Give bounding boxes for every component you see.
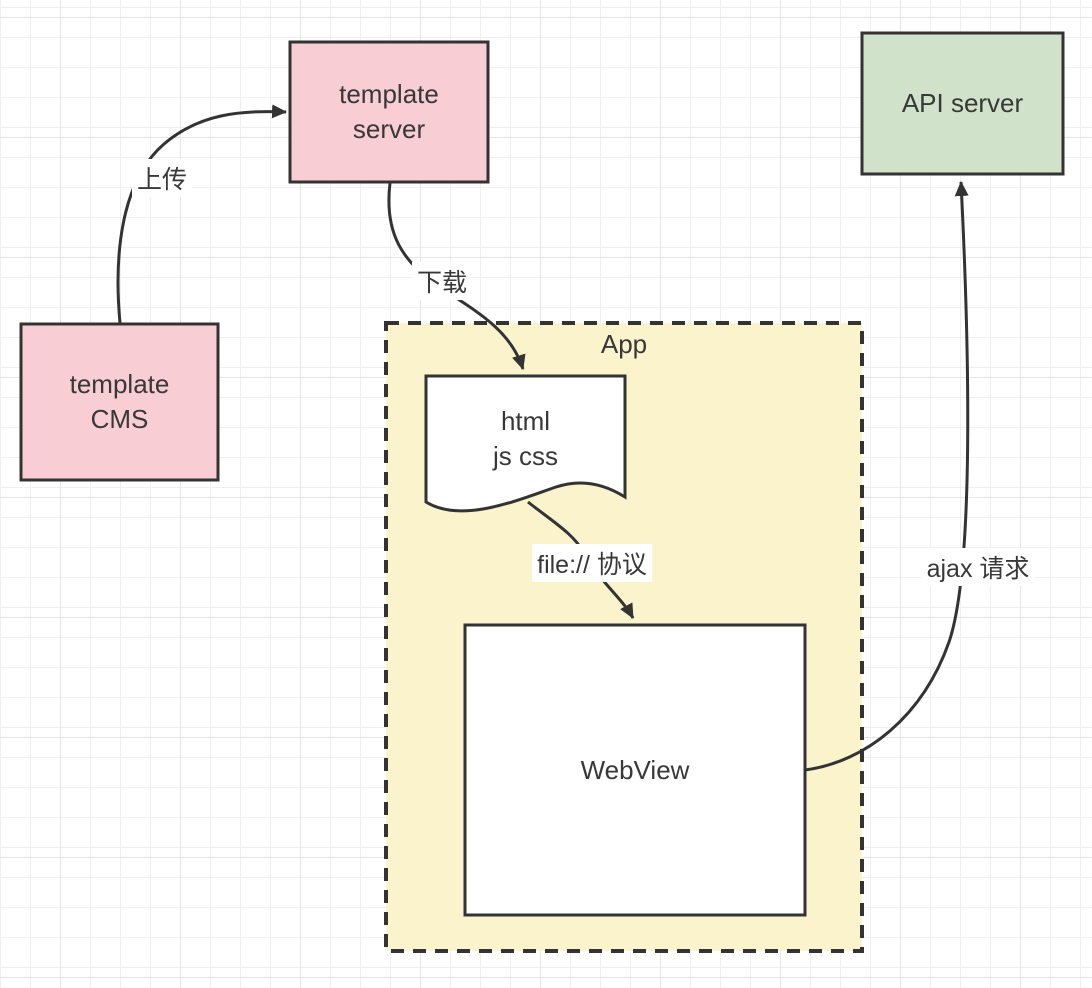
node-api-server[interactable] [860,31,1065,176]
edge-upload-arrow[interactable] [116,104,287,324]
node-webview[interactable] [463,623,807,917]
node-template-server[interactable] [288,40,490,184]
node-template-cms[interactable] [19,322,220,482]
edge-ajax-arrow[interactable] [804,181,970,772]
node-html-document-shape[interactable] [424,374,627,513]
